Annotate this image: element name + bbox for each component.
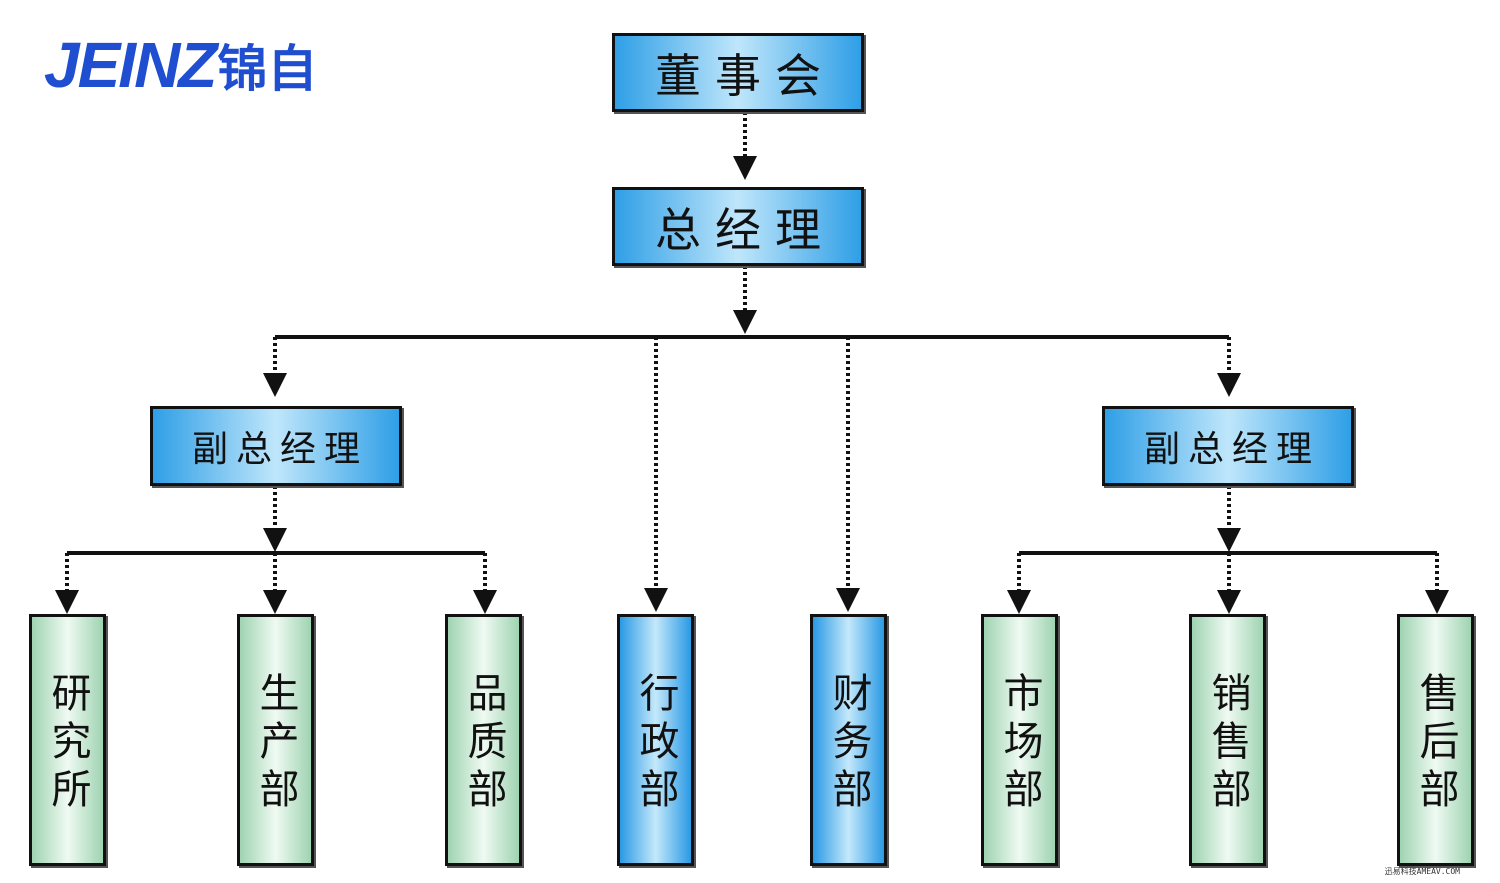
logo-cjk-text: 锦自 [217, 40, 318, 98]
board-box: 董事会 [612, 33, 864, 112]
dept-finance-box: 财务部 [810, 614, 887, 866]
vice-manager-left-box: 副总经理 [150, 406, 402, 486]
dept-research-box: 研究所 [29, 614, 106, 866]
general-manager-label: 总经理 [655, 202, 835, 257]
footnote-credit: 迅易科技AMEAV.COM [1384, 867, 1460, 876]
general-manager-box: 总经理 [612, 187, 864, 266]
arrow-to-aftersales [1425, 590, 1449, 614]
dept-marketing-label: 市场部 [996, 672, 1043, 816]
arrow-to-research [55, 590, 79, 614]
vice-manager-right-label: 副总经理 [1143, 429, 1320, 470]
company-logo: JEINZ 锦自 [44, 29, 318, 101]
vice-manager-right-box: 副总经理 [1102, 406, 1354, 486]
arrow-to-quality [473, 590, 497, 614]
dept-aftersales-label: 售后部 [1412, 672, 1459, 816]
dept-sales-box: 销售部 [1189, 614, 1266, 866]
dept-quality-label: 品质部 [460, 672, 507, 816]
vice-manager-left-label: 副总经理 [191, 429, 368, 470]
arrow-to-admin [644, 588, 668, 612]
dept-sales-label: 销售部 [1204, 672, 1251, 816]
dept-marketing-box: 市场部 [981, 614, 1058, 866]
dept-production-box: 生产部 [237, 614, 314, 866]
logo-latin-text: JEINZ [44, 29, 217, 101]
arrow-to-finance [836, 588, 860, 612]
dept-production-label: 生产部 [252, 672, 299, 816]
arrow-to-right-bar [1217, 528, 1241, 552]
arrow-to-bar [733, 310, 757, 334]
arrow-to-left-bar [263, 528, 287, 552]
dept-admin-label: 行政部 [632, 672, 679, 816]
arrow-to-sales [1217, 590, 1241, 614]
dept-quality-box: 品质部 [445, 614, 522, 866]
dept-aftersales-box: 售后部 [1397, 614, 1474, 866]
board-label: 董事会 [655, 48, 835, 103]
arrow-to-vp-left [263, 373, 287, 397]
arrow-to-production [263, 590, 287, 614]
arrow-to-gm [733, 156, 757, 180]
arrow-to-vp-right [1217, 373, 1241, 397]
dept-admin-box: 行政部 [617, 614, 694, 866]
arrow-to-marketing [1007, 590, 1031, 614]
dept-finance-label: 财务部 [825, 672, 872, 816]
dept-research-label: 研究所 [44, 672, 91, 816]
